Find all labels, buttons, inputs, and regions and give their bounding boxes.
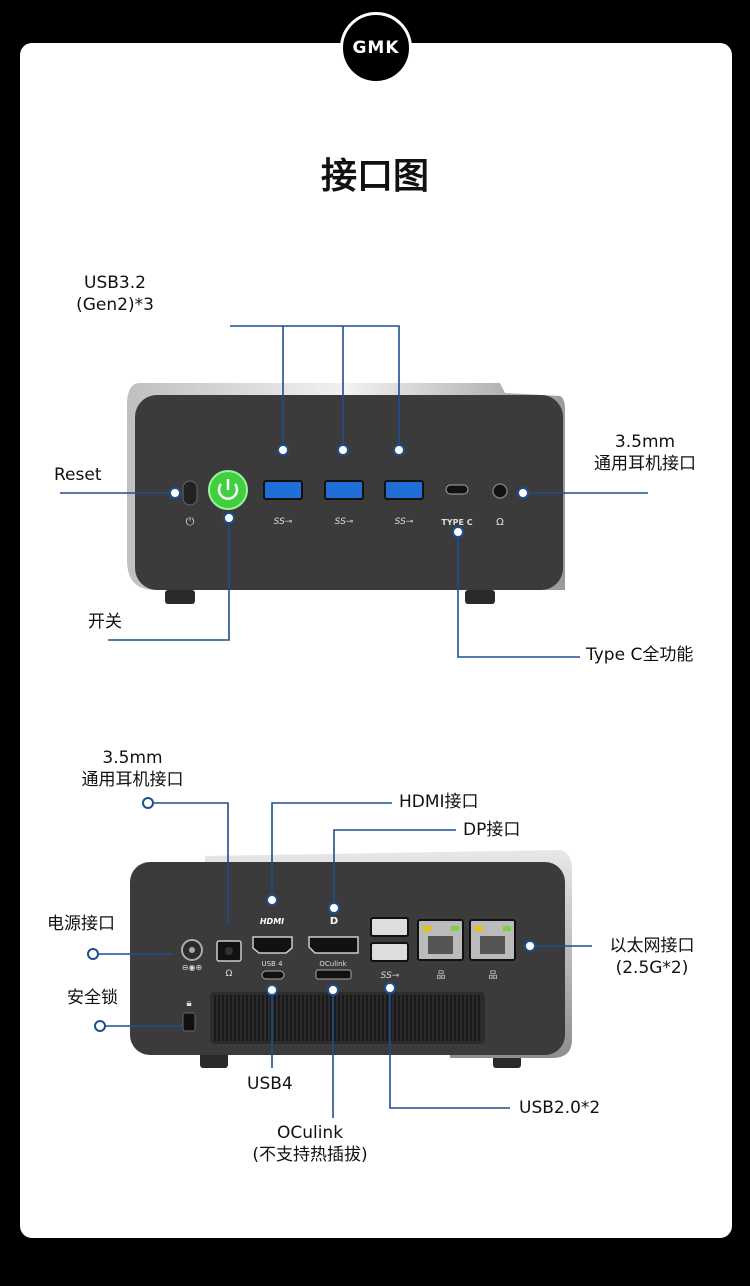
hdmi-logo: HDMI [260,917,284,926]
typec-port [445,484,469,495]
dot-usb2 [337,444,349,456]
label-front-audio-line1: 3.5mm [614,432,676,452]
dc-polarity-icon: ⊖◉⊕ [182,963,202,972]
dot-oculink [327,984,339,996]
ss-usb-icon-1: SS⊸ [274,517,293,527]
label-usb32-line2: (Gen2)*3 [76,295,154,315]
network-icon-1: 品 [436,970,445,981]
usb20-port-2 [370,942,409,962]
label-rear-audio-line2: 通用耳机接口 [81,770,184,790]
hdmi-port [252,936,293,954]
headphone-icon: Ω [496,517,504,528]
rear-callouts [87,797,592,1118]
label-front-audio-line2: 通用耳机接口 [594,454,696,474]
dot-typec [452,526,464,538]
dot-usb1 [277,444,289,456]
label-usb20: USB2.0*2 [519,1098,601,1118]
label-oculink-line1: OCulink [276,1123,344,1143]
dp-port [308,936,359,954]
label-ethernet-line1: 以太网接口 [609,936,695,956]
front-device: ⏻ SS⊸ SS⊸ SS⊸ TYPE C Ω [127,383,565,604]
dot-reset [169,487,181,499]
rear-headphone-icon: Ω [226,969,233,979]
dot-ethernet [524,940,536,952]
typec-port-label: TYPE C [441,518,472,527]
label-usb32-line1: USB3.2 [84,273,146,293]
ss-usb-icon-2: SS⊸ [335,517,354,527]
ss-usb-icon-3: SS⊸ [395,517,414,527]
label-rear-audio: 3.5mm 通用耳机接口 [70,747,195,791]
label-rear-audio-line1: 3.5mm [102,748,163,768]
rear-foot-left [200,1052,228,1068]
label-power-switch: 开关 [88,612,122,632]
dot-power-port [87,948,99,960]
front-usb-ports: SS⊸ SS⊸ SS⊸ [263,480,424,527]
page-title: 接口图 [320,156,429,197]
lock-icon: 🔒︎ [186,998,191,1009]
label-ethernet-line2: (2.5G*2) [615,958,689,978]
usb-a-port-1 [263,480,303,500]
label-oculink: OCulink (不支持热插拔) [235,1122,385,1166]
usb20-port-1 [370,917,409,937]
dot-front-audio [517,487,529,499]
label-hdmi: HDMI接口 [399,792,479,812]
label-reset: Reset [54,465,102,485]
ss-usb-icon-rear: SS⊸ [381,971,400,981]
front-audio-jack [492,483,508,499]
dot-lock [94,1020,106,1032]
dot-usb3 [393,444,405,456]
network-icon-2: 品 [488,970,497,981]
dot-power [223,512,235,524]
usb-a-port-2 [324,480,364,500]
label-usb4: USB4 [247,1074,293,1094]
reset-icon: ⏻ [186,515,195,528]
dot-usb20 [384,982,396,994]
label-typec: Type C全功能 [586,645,694,665]
front-foot-left [165,590,195,604]
label-dp: DP接口 [463,820,521,840]
dot-rear-audio [142,797,154,809]
dot-usb4 [266,984,278,996]
usb4-port [261,970,285,980]
front-callouts [60,325,648,658]
label-front-audio: 3.5mm 通用耳机接口 [580,431,710,475]
usb4-port-label: USB 4 [261,960,283,968]
label-power-port: 电源接口 [47,914,115,934]
oculink-port-label: OCulink [319,960,347,968]
label-oculink-line2: (不支持热插拔) [252,1145,368,1165]
label-lock: 安全锁 [67,988,118,1008]
security-lock-slot [182,1012,196,1032]
front-foot-right [465,590,495,604]
brand-logo: GMK [340,12,412,84]
label-usb32: USB3.2 (Gen2)*3 [60,272,170,316]
usb-a-port-3 [384,480,424,500]
rear-device: ⊖◉⊕ Ω 🔒︎ HDMI USB 4 D OCulink SS⊸ 品 品 [130,850,572,1068]
dot-dp [328,902,340,914]
reset-pinhole [182,480,198,506]
dp-logo-icon: D [330,916,338,927]
label-ethernet: 以太网接口 (2.5G*2) [597,935,707,979]
rear-vents [210,992,485,1044]
dot-hdmi [266,894,278,906]
oculink-port [315,969,352,980]
brand-logo-text: GMK [352,38,400,58]
power-symbol-icon [217,483,239,500]
